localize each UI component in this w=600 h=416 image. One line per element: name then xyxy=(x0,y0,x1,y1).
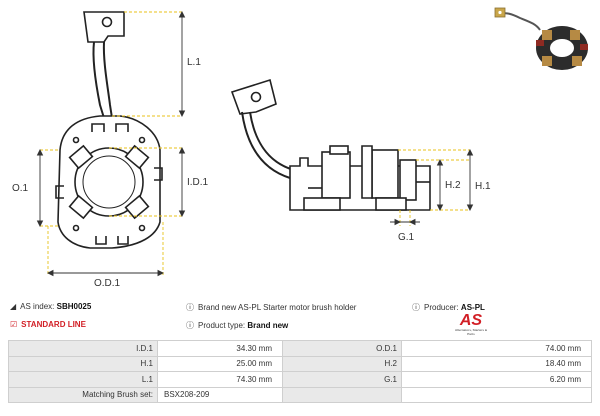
product-type-value: Brand new xyxy=(247,321,289,330)
top-view-drawing xyxy=(55,11,163,249)
producer-info: ⓘ Producer: AS-PL xyxy=(412,302,485,313)
standard-line-label: STANDARD LINE xyxy=(21,320,86,329)
as-index-value: SBH0025 xyxy=(56,302,92,311)
dim-label-g1: G.1 xyxy=(398,232,415,243)
brush-set-label: Matching Brush set: xyxy=(8,386,158,403)
spec-label: L.1 xyxy=(8,371,158,388)
spec-value: 74.00 mm xyxy=(401,340,592,357)
info-icon: ⓘ xyxy=(412,303,420,312)
dim-label-id1: I.D.1 xyxy=(187,177,209,188)
description-info: ⓘ Brand new AS-PL Starter motor brush ho… xyxy=(186,302,356,313)
spec-label: G.1 xyxy=(282,371,402,388)
product-type-label: Product type: xyxy=(198,321,246,330)
brush-set-link[interactable]: BSX208-209 xyxy=(157,386,283,403)
as-index-label: AS index: xyxy=(20,302,55,311)
brand-logo-tagline: Alternators, Starters & Parts xyxy=(454,328,487,336)
empty-cell xyxy=(401,386,592,403)
as-index-info: ◢ AS index: SBH0025 xyxy=(10,302,91,311)
spec-value: 25.00 mm xyxy=(157,355,283,372)
product-description: Brand new AS-PL Starter motor brush hold… xyxy=(198,303,357,312)
checkbox-checked-icon: ☑ xyxy=(10,320,18,329)
dim-label-h1: H.1 xyxy=(475,181,491,192)
technical-drawing: L.1 O.1 I.D.1 O.D.1 H.2 xyxy=(12,7,588,289)
dim-label-h2: H.2 xyxy=(445,180,461,191)
producer-value: AS-PL xyxy=(460,303,485,312)
brand-logo: AS Alternators, Starters & Parts xyxy=(454,312,488,337)
dimension-lines-left xyxy=(40,11,182,275)
product-photo xyxy=(494,7,588,70)
spec-label: I.D.1 xyxy=(8,340,158,357)
table-row: Matching Brush set: BSX208-209 xyxy=(8,386,592,403)
producer-label: Producer: xyxy=(424,303,459,312)
brand-logo-text: AS xyxy=(459,312,483,329)
spec-value: 74.30 mm xyxy=(157,371,283,388)
tag-icon: ◢ xyxy=(10,302,17,311)
spec-label: H.1 xyxy=(8,355,158,372)
dim-label-o1: O.1 xyxy=(12,183,29,194)
table-row: I.D.1 34.30 mm O.D.1 74.00 mm xyxy=(8,340,592,357)
dimension-lines-right xyxy=(398,149,470,226)
info-icon: ⓘ xyxy=(186,303,194,312)
table-row: L.1 74.30 mm G.1 6.20 mm xyxy=(8,371,592,388)
spec-label: H.2 xyxy=(282,355,402,372)
side-view-drawing xyxy=(230,78,431,211)
dim-label-l1: L.1 xyxy=(187,57,201,68)
spec-value: 6.20 mm xyxy=(401,371,592,388)
dim-label-od1: O.D.1 xyxy=(94,278,121,289)
table-row: H.1 25.00 mm H.2 18.40 mm xyxy=(8,355,592,372)
specifications-table: I.D.1 34.30 mm O.D.1 74.00 mm H.1 25.00 … xyxy=(8,340,592,403)
product-type-info: ⓘ Product type: Brand new xyxy=(186,320,288,331)
spec-value: 34.30 mm xyxy=(157,340,283,357)
spec-value: 18.40 mm xyxy=(401,355,592,372)
empty-cell xyxy=(282,386,402,403)
spec-label: O.D.1 xyxy=(282,340,402,357)
info-icon: ⓘ xyxy=(186,321,194,330)
standard-line-info: ☑ STANDARD LINE xyxy=(10,320,86,329)
